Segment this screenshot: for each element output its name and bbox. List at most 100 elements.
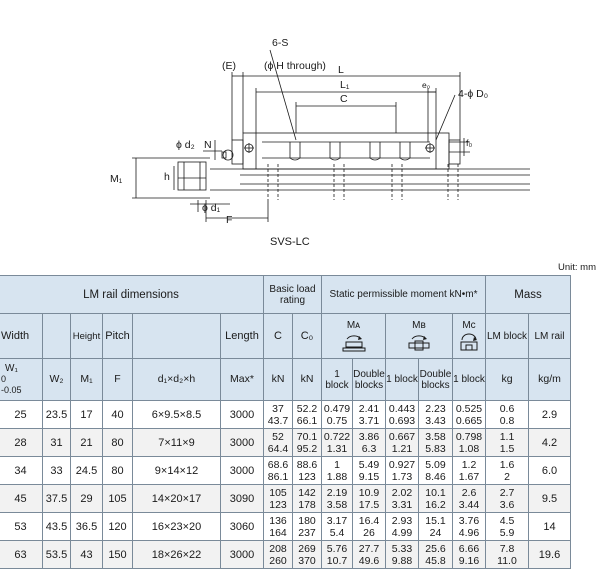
cell-w2: 37.5 bbox=[42, 484, 71, 513]
cell-ma2-value: 3.86 bbox=[358, 430, 380, 443]
label-h-through: (ϕ H through) bbox=[264, 60, 326, 72]
cell-len: 3000 bbox=[220, 428, 264, 457]
cell-c0-value: 269 bbox=[298, 542, 316, 555]
cell-mb1-value: 0.443 bbox=[388, 402, 416, 415]
label-l1: L₁ bbox=[340, 79, 350, 91]
header-c: C bbox=[263, 313, 293, 359]
cell-blk-value: 1.5 bbox=[499, 442, 515, 455]
cell-ma2-value: 49.6 bbox=[358, 554, 380, 567]
cell-dims: 9×14×12 bbox=[132, 456, 221, 485]
cell-mb1-value: 0.693 bbox=[388, 414, 416, 427]
cell-ma1-value: 10.7 bbox=[326, 554, 348, 567]
cell-rail: 6.0 bbox=[528, 456, 571, 485]
cell-f: 105 bbox=[102, 484, 133, 513]
cell-ma1-value: 5.4 bbox=[329, 526, 345, 539]
label-c: C bbox=[340, 93, 348, 105]
cell-ma2-value: 17.5 bbox=[358, 498, 380, 511]
cell-c0-value: 237 bbox=[298, 526, 316, 539]
cell-w1: 63 bbox=[0, 540, 43, 569]
header-dims-blank bbox=[132, 313, 221, 359]
cell-len: 3000 bbox=[220, 456, 264, 485]
cell-c-value: 37 bbox=[272, 402, 284, 415]
cell-mc-value: 4.96 bbox=[458, 526, 480, 539]
cell-ma1-value: 0.479 bbox=[323, 402, 351, 415]
cell-rail: 2.9 bbox=[528, 400, 571, 429]
cell-dims: 16×23×20 bbox=[132, 512, 221, 541]
header-lm-block: LM block bbox=[485, 313, 529, 359]
cell-f: 80 bbox=[102, 456, 133, 485]
cell-m1: 29 bbox=[70, 484, 103, 513]
cell-w1: 34 bbox=[0, 456, 43, 485]
label-f: F bbox=[226, 214, 232, 226]
cell-blk-value: 7.8 bbox=[499, 542, 515, 555]
header-height: Height bbox=[70, 313, 103, 359]
cell-c-value: 64.4 bbox=[267, 442, 289, 455]
cell-c-value: 43.7 bbox=[267, 414, 289, 427]
cell-mb2-value: 45.8 bbox=[425, 554, 446, 567]
cell-mb1-value: 2.02 bbox=[391, 486, 413, 499]
cell-blk-value: 5.9 bbox=[499, 526, 515, 539]
cell-ma2-value: 9.15 bbox=[358, 470, 380, 483]
header-ma-one-block: 1 block bbox=[321, 358, 353, 401]
cell-ma1-value: 3.58 bbox=[326, 498, 348, 511]
moment-mc-icon bbox=[460, 333, 478, 350]
header-w2-blank bbox=[42, 313, 71, 359]
cell-w2: 43.5 bbox=[42, 512, 71, 541]
cell-mb1-value: 2.93 bbox=[391, 514, 413, 527]
cell-w1: 53 bbox=[0, 512, 43, 541]
cell-w1: 45 bbox=[0, 484, 43, 513]
cell-c-value: 105 bbox=[269, 486, 287, 499]
header-d1d2h: d₁×d₂×h bbox=[132, 358, 221, 401]
label-h: h bbox=[164, 171, 170, 183]
cell-mb1-value: 0.667 bbox=[388, 430, 416, 443]
cell-rail: 14 bbox=[528, 512, 571, 541]
cell-blk-value: 3.6 bbox=[499, 498, 515, 511]
cell-m1: 17 bbox=[70, 400, 103, 429]
cell-mc-value: 3.76 bbox=[458, 514, 480, 527]
header-f: F bbox=[102, 358, 133, 401]
cell-c0-value: 180 bbox=[298, 514, 316, 527]
header-basic-load: Basic load rating bbox=[263, 275, 322, 314]
cell-f: 40 bbox=[102, 400, 133, 429]
cell-ma2-value: 10.9 bbox=[358, 486, 380, 499]
cell-ma1-value: 0.722 bbox=[323, 430, 351, 443]
cell-ma1-value: 3.17 bbox=[326, 514, 348, 527]
cell-ma2-value: 16.4 bbox=[358, 514, 380, 527]
header-lm-rail-mass: LM rail bbox=[528, 313, 571, 359]
technical-drawing: 6-S (ϕ H through) (E) L L₁ C e₀ 4-ϕ D₀ f… bbox=[110, 37, 530, 226]
cell-mb2-value: 25.6 bbox=[425, 542, 446, 555]
label-d2: ϕ d₂ bbox=[176, 139, 195, 151]
cell-rail: 19.6 bbox=[528, 540, 571, 569]
header-w1: W₁ 0 -0.05 bbox=[0, 358, 43, 401]
cell-len: 3000 bbox=[220, 540, 264, 569]
cell-w1: 28 bbox=[0, 428, 43, 457]
header-mc: Mᴄ bbox=[452, 313, 486, 359]
cell-dims: 18×26×22 bbox=[132, 540, 221, 569]
cell-c0-value: 95.2 bbox=[296, 442, 318, 455]
cell-m1: 43 bbox=[70, 540, 103, 569]
cell-c0-value: 66.1 bbox=[296, 414, 318, 427]
